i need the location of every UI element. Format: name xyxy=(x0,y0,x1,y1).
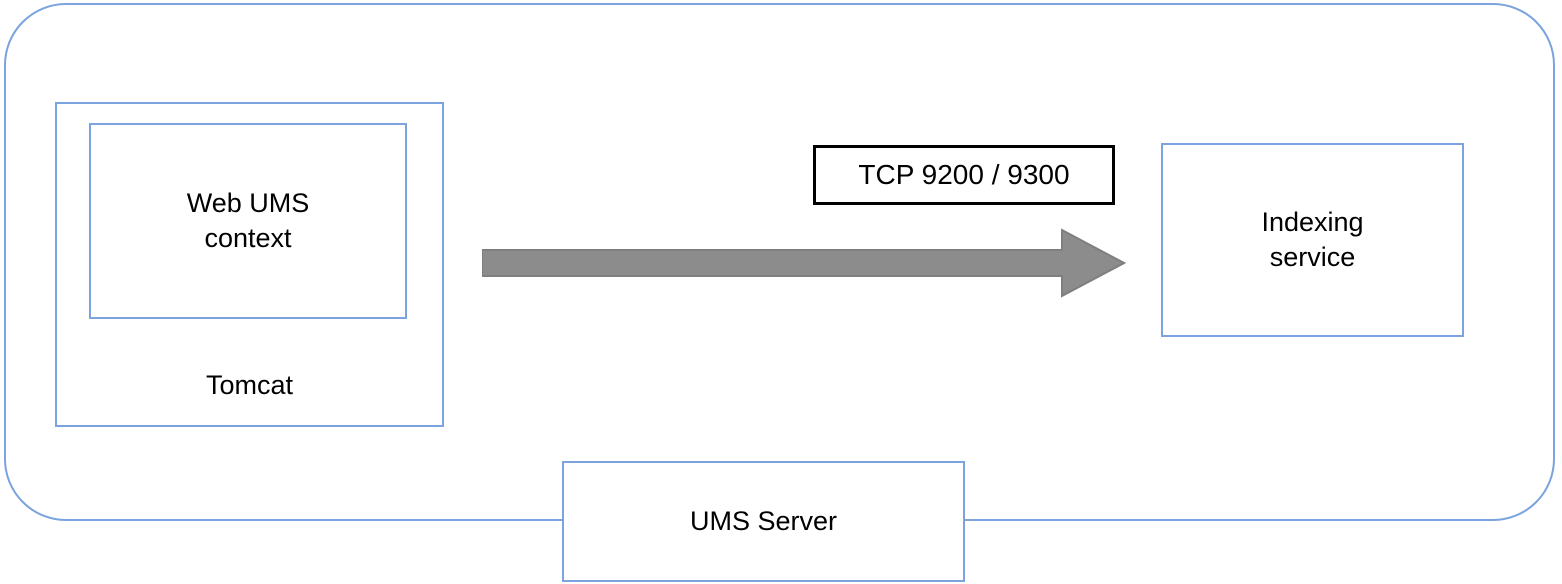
arrow-tomcat-to-indexing-service xyxy=(482,228,1126,298)
node-web-ums-context-label: Web UMS context xyxy=(186,188,310,253)
node-ums-server[interactable]: UMS Server xyxy=(562,461,965,582)
node-indexing-service-label: Indexing service xyxy=(1261,207,1364,272)
connection-label-tcp-ports-text: TCP 9200 / 9300 xyxy=(858,159,1070,190)
right-arrow-icon xyxy=(482,228,1126,298)
node-tomcat-label: Tomcat xyxy=(205,370,294,401)
node-web-ums-context[interactable]: Web UMS context xyxy=(89,123,407,319)
connection-label-tcp-ports[interactable]: TCP 9200 / 9300 xyxy=(813,145,1115,205)
node-indexing-service[interactable]: Indexing service xyxy=(1161,143,1464,337)
node-ums-server-label: UMS Server xyxy=(689,506,838,537)
